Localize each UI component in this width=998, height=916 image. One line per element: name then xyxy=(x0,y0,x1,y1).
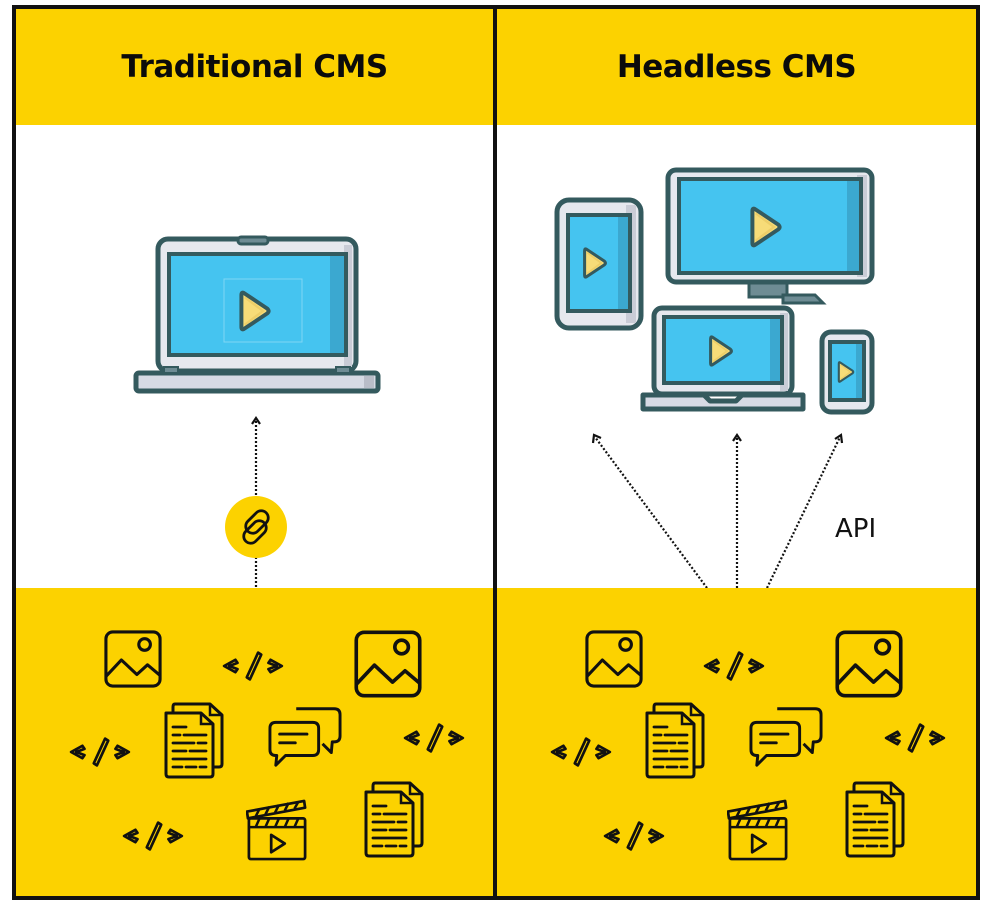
code-icon xyxy=(122,821,184,851)
documents-icon xyxy=(364,781,424,858)
panel-title: Headless CMS xyxy=(616,49,857,85)
traditional-cms-header: Traditional CMS xyxy=(16,9,493,125)
api-arrow-right xyxy=(766,436,841,589)
chat-icon xyxy=(749,707,823,767)
panel-title: Traditional CMS xyxy=(121,49,388,85)
tablet-icon xyxy=(554,197,644,331)
phone-icon xyxy=(819,329,875,415)
traditional-cms-panel: Traditional CMS xyxy=(16,9,493,896)
code-icon xyxy=(222,651,284,681)
image-icon xyxy=(104,630,162,688)
image-icon xyxy=(354,630,422,698)
code-icon xyxy=(603,821,665,851)
content-repository xyxy=(497,588,976,896)
laptop-icon xyxy=(133,235,381,394)
clapperboard-icon xyxy=(727,799,788,861)
panel-divider xyxy=(493,9,497,896)
api-arrow-left xyxy=(594,436,708,589)
headless-cms-header: Headless CMS xyxy=(497,9,976,125)
code-icon xyxy=(403,723,465,753)
api-arrows xyxy=(591,433,844,589)
image-icon xyxy=(835,630,903,698)
comparison-frame: Traditional CMS xyxy=(12,5,980,900)
link-icon xyxy=(225,496,287,558)
content-repository xyxy=(16,588,493,896)
frontend-area: API xyxy=(497,125,976,589)
frontend-area xyxy=(16,125,493,590)
chat-icon xyxy=(268,707,342,767)
laptop-icon xyxy=(640,305,806,412)
image-icon xyxy=(585,630,643,688)
documents-icon xyxy=(845,781,905,858)
code-icon xyxy=(69,737,131,767)
documents-icon xyxy=(164,702,224,779)
clapperboard-icon xyxy=(246,799,307,861)
code-icon xyxy=(884,723,946,753)
code-icon xyxy=(703,651,765,681)
api-label: API xyxy=(835,514,877,544)
code-icon xyxy=(550,737,612,767)
monitor-icon xyxy=(665,167,875,305)
headless-cms-panel: Headless CMS xyxy=(497,9,976,896)
documents-icon xyxy=(645,702,705,779)
